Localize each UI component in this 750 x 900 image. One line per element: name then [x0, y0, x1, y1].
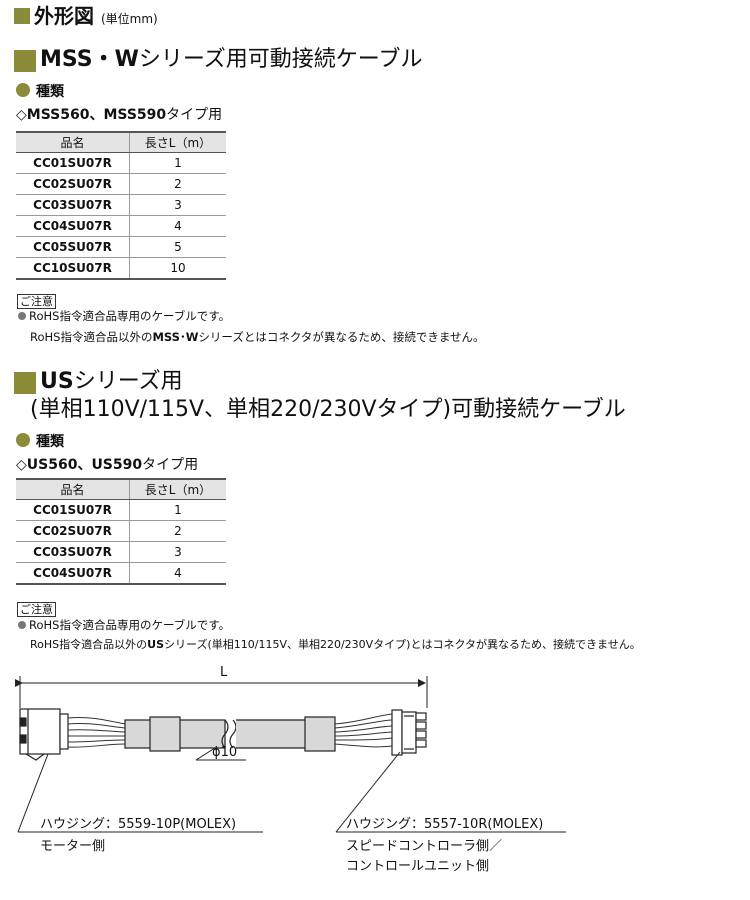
- section1-type-suffix: タイプ用: [166, 107, 223, 123]
- column-header-name: 品名: [16, 131, 130, 153]
- section1-marker: [14, 50, 36, 72]
- cable-jacket: [124, 716, 336, 752]
- column-header-length: 長さL（m）: [129, 131, 226, 153]
- page-title: 外形図 (単位mm): [34, 5, 158, 30]
- section1-note-text2-series: MSS･W: [152, 330, 199, 344]
- column-header-length: 長さL（m）: [129, 478, 226, 500]
- product-code: CC05SU07R: [16, 236, 130, 258]
- section2-note-line2: RoHS指令適合品以外のUSシリーズ(単相110/115V、単相220/230V…: [30, 637, 641, 653]
- section2-title-line2: (単相110V/115V、単相220/230Vタイプ)可動接続ケーブル: [30, 397, 626, 422]
- product-code: CC02SU07R: [16, 173, 130, 195]
- cable-length: 2: [129, 173, 226, 195]
- page-title-main: 外形図: [34, 4, 94, 28]
- table-header-row: 品名 長さL（m）: [16, 478, 226, 500]
- product-code: CC03SU07R: [16, 194, 130, 216]
- dimension-line-L: [15, 676, 428, 708]
- section2-note-text2-pre: RoHS指令適合品以外の: [30, 638, 148, 651]
- note-bullet-icon: [18, 621, 26, 629]
- section2-note-text2-series: US: [147, 638, 164, 651]
- section1-note-line1: RoHS指令適合品専用のケーブルです。: [18, 308, 230, 324]
- cable-length: 1: [129, 499, 226, 521]
- cable-length: 10: [129, 257, 226, 280]
- section1-type-models: ◇MSS560、MSS590: [16, 107, 167, 123]
- table-header-row: 品名 長さL（m）: [16, 131, 226, 153]
- section1-note-text1: RoHS指令適合品専用のケーブルです。: [29, 309, 231, 323]
- cable-length: 5: [129, 236, 226, 258]
- section1-title-series: MSS・W: [40, 47, 139, 72]
- section1-note-text2-pre: RoHS指令適合品以外の: [30, 330, 153, 344]
- product-code: CC04SU07R: [16, 215, 130, 237]
- cable-length: 4: [129, 562, 226, 585]
- cable-length: 2: [129, 520, 226, 542]
- cable-length: 4: [129, 215, 226, 237]
- product-code: CC03SU07R: [16, 541, 130, 563]
- section1-caution-tag: ご注意: [17, 294, 56, 309]
- section2-kind-label: 種類: [36, 434, 64, 450]
- section1-kind-bullet-icon: [16, 83, 30, 97]
- section1-note-line2: RoHS指令適合品以外のMSS･Wシリーズとはコネクタが異なるため、接続できませ…: [30, 329, 485, 345]
- section1-type-line: ◇MSS560、MSS590タイプ用: [16, 104, 222, 124]
- product-code: CC04SU07R: [16, 562, 130, 585]
- right-wires: [334, 713, 393, 748]
- leader-lines: [17, 747, 566, 833]
- product-code: CC10SU07R: [16, 257, 130, 280]
- cable-length: 3: [129, 541, 226, 563]
- right-side-label-1: スピードコントローラ側／: [346, 839, 503, 854]
- length-label: L: [220, 665, 228, 680]
- section2-title-rest: シリーズ用: [73, 369, 183, 394]
- left-housing-label: ハウジング：5559-10P(MOLEX): [40, 817, 237, 832]
- left-wires: [67, 717, 126, 748]
- section2-note-line1: RoHS指令適合品専用のケーブルです。: [18, 617, 230, 633]
- section2-caution-tag: ご注意: [17, 602, 56, 617]
- section2-kind-bullet-icon: [16, 433, 30, 447]
- section1-title: MSS・Wシリーズ用可動接続ケーブル: [40, 47, 422, 73]
- section2-type-models: ◇US560、US590: [16, 457, 143, 473]
- product-code: CC02SU07R: [16, 520, 130, 542]
- section2-kind: 種類: [16, 431, 64, 451]
- left-connector: [19, 708, 69, 761]
- page-title-unit: (単位mm): [100, 12, 158, 26]
- right-side-label-2: コントロールユニット側: [346, 859, 490, 874]
- section1-title-rest: シリーズ用可動接続ケーブル: [138, 47, 423, 72]
- left-side-label: モーター側: [40, 839, 106, 854]
- cable-length: 3: [129, 194, 226, 216]
- product-code: CC01SU07R: [16, 152, 130, 174]
- section2-type-line: ◇US560、US590タイプ用: [16, 454, 198, 474]
- section2-type-suffix: タイプ用: [142, 457, 199, 473]
- section1-note-text2-post: シリーズとはコネクタが異なるため、接続できません。: [198, 330, 485, 344]
- right-housing-label: ハウジング：5557-10R(MOLEX): [346, 817, 544, 832]
- section2-note-text1: RoHS指令適合品専用のケーブルです。: [29, 618, 231, 632]
- section1-kind-label: 種類: [36, 84, 64, 100]
- product-code: CC01SU07R: [16, 499, 130, 521]
- section2-marker: [14, 372, 36, 394]
- section2-note-text2-post: シリーズ(単相110/115V、単相220/230Vタイプ)とはコネクタが異なる…: [164, 638, 641, 651]
- column-header-name: 品名: [16, 478, 130, 500]
- cable-length: 1: [129, 152, 226, 174]
- section2-title: USシリーズ用: [40, 369, 183, 395]
- note-bullet-icon: [18, 312, 26, 320]
- section1-kind: 種類: [16, 81, 64, 101]
- title-marker: [14, 8, 30, 24]
- right-connector: [391, 709, 427, 756]
- diameter-label: ϕ10: [212, 745, 238, 760]
- section2-title-series: US: [40, 369, 74, 394]
